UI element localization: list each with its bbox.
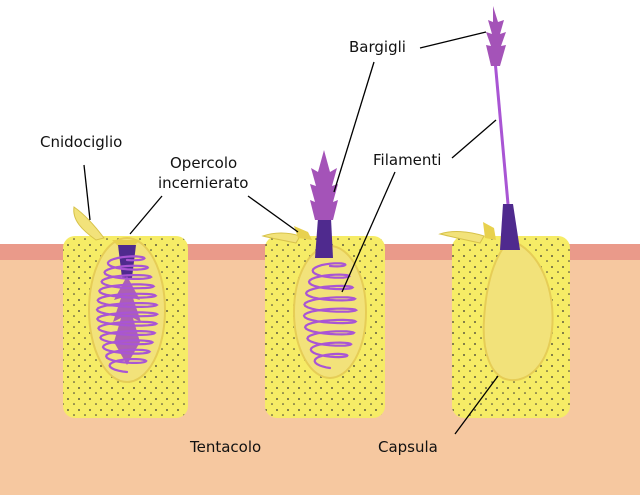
label-bargigli: Bargigli (349, 38, 406, 56)
operculum (112, 240, 140, 246)
operculum-open (483, 222, 496, 240)
cnidocil (261, 232, 301, 244)
leader-bargigli-2 (419, 31, 487, 49)
operculum-open (294, 226, 312, 240)
cnidocyte-discharging (261, 150, 385, 418)
leader-cnidociglio (83, 164, 91, 221)
cnidocyte-discharged (438, 6, 570, 418)
label-opercolo-line2: incernierato (158, 174, 248, 192)
leader-capsula (454, 375, 499, 435)
label-cnidociglio: Cnidociglio (40, 133, 122, 151)
cnidocyte-resting (63, 206, 188, 418)
leader-bargigli-1 (333, 61, 375, 193)
label-opercolo-line1: Opercolo (170, 154, 237, 172)
label-capsula: Capsula (378, 438, 438, 456)
cnidocil (438, 231, 485, 244)
label-tentacolo: Tentacolo (189, 438, 261, 456)
everting-tube (315, 218, 333, 258)
everted-barbs (486, 6, 506, 66)
leader-opercolo-1 (129, 195, 163, 235)
everted-filament (493, 59, 510, 205)
label-filamenti: Filamenti (373, 151, 441, 169)
leader-filamenti-2 (451, 119, 497, 159)
cnidocil (73, 206, 105, 241)
everted-tube (500, 204, 520, 250)
leader-filamenti-1 (341, 171, 396, 293)
leader-opercolo-2 (247, 195, 299, 233)
leader-lines (83, 31, 499, 435)
coiled-filament (302, 262, 359, 370)
capsule-empty (482, 238, 554, 382)
coiled-filament (95, 255, 160, 374)
everting-barbs (310, 150, 338, 220)
